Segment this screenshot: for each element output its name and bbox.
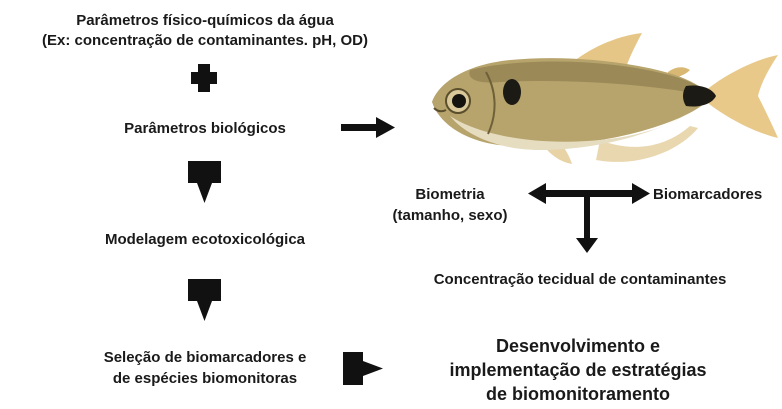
block-down-arrow-2 (188, 279, 221, 321)
outcome-label-line1: Desenvolvimento e (495, 336, 661, 356)
biomarkers-label: Biomarcadores (653, 186, 763, 203)
arrow-right-to-fish (341, 117, 395, 138)
fish-mouth (433, 107, 447, 113)
gill-line (485, 71, 496, 135)
outcome-label-line3: de biomonitoramento (486, 384, 670, 404)
tissue-concentration-label: Concentração tecidual de contaminantes (433, 271, 727, 288)
block-down-arrow-1 (188, 161, 221, 203)
fish-illustration (432, 33, 778, 164)
fish-back (469, 61, 710, 96)
outcome-label-line2: implementação de estratégias (449, 360, 707, 380)
anal-fin (596, 126, 698, 162)
params-physchem-examples: (Ex: concentração de contaminantes. pH, … (42, 32, 368, 49)
fish-belly (450, 112, 690, 150)
selection-label-line2: de espécies biomonitoras (112, 370, 298, 387)
tail-fin (704, 55, 778, 138)
double-arrow-biometry-biomarkers (528, 183, 650, 253)
biometry-label-line2: (tamanho, sexo) (392, 207, 508, 224)
humeral-spot (503, 79, 521, 105)
plus-icon (191, 64, 217, 92)
selection-label-line1: Seleção de biomarcadores e (103, 349, 307, 366)
params-physchem-title: Parâmetros físico-químicos da água (76, 12, 334, 29)
fish-pupil (452, 94, 466, 108)
block-right-arrow (343, 352, 383, 385)
ecotox-modeling-label: Modelagem ecotoxicológica (104, 231, 306, 248)
biometry-label-line1: Biometria (415, 186, 485, 203)
caudal-spot (683, 85, 716, 107)
biological-params-label: Parâmetros biológicos (124, 120, 286, 137)
